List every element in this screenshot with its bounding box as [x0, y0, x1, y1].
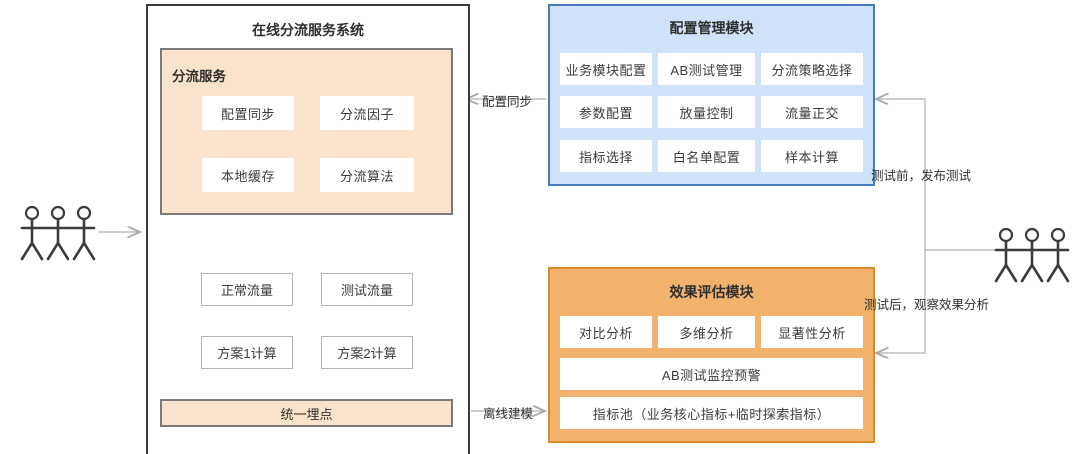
effect-cell-metric-pool[interactable]: 指标池（业务核心指标+临时探索指标） — [560, 397, 863, 429]
box-test-traffic[interactable]: 测试流量 — [321, 273, 413, 306]
effect-cell-ab-monitor-alert[interactable]: AB测试监控预警 — [560, 358, 863, 390]
split-service-label: 分流服务 — [172, 69, 226, 84]
effect-evaluation-title: 效果评估模块 — [669, 284, 754, 300]
config-cell-param-config[interactable]: 参数配置 — [560, 96, 652, 128]
config-cell-ramp-control[interactable]: 放量控制 — [658, 96, 755, 128]
cell-split-factor[interactable]: 分流因子 — [320, 96, 414, 130]
config-cell-split-strategy[interactable]: 分流策略选择 — [761, 53, 863, 85]
box-normal-traffic[interactable]: 正常流量 — [201, 273, 293, 306]
effect-cell-significance[interactable]: 显著性分析 — [761, 316, 863, 348]
config-cell-ab-test-mgmt[interactable]: AB测试管理 — [658, 53, 755, 85]
config-cell-traffic-orthogonal[interactable]: 流量正交 — [761, 96, 863, 128]
users-left[interactable] — [18, 203, 100, 265]
cell-local-cache[interactable]: 本地缓存 — [202, 158, 294, 192]
cell-config-sync[interactable]: 配置同步 — [202, 96, 294, 130]
box-plan2-compute[interactable]: 方案2计算 — [321, 336, 413, 369]
edge-label-after-test: 测试后，观察效果分析 — [864, 298, 990, 312]
edge-label-before-test: 测试前，发布测试 — [871, 169, 972, 183]
effect-cell-multidimensional[interactable]: 多维分析 — [658, 316, 755, 348]
config-cell-sample-size[interactable]: 样本计算 — [761, 140, 863, 172]
config-cell-metric-select[interactable]: 指标选择 — [560, 140, 652, 172]
box-unified-tracking[interactable]: 统一埋点 — [160, 399, 453, 427]
effect-cell-comparison[interactable]: 对比分析 — [560, 316, 652, 348]
users-right[interactable] — [992, 225, 1074, 287]
online-split-system-title: 在线分流服务系统 — [252, 22, 364, 38]
edge-label-offline-modeling: 离线建模 — [483, 407, 534, 421]
box-plan1-compute[interactable]: 方案1计算 — [201, 336, 293, 369]
edge-label-config-sync: 配置同步 — [482, 95, 533, 109]
config-management-title: 配置管理模块 — [669, 20, 754, 36]
cell-split-algorithm[interactable]: 分流算法 — [320, 158, 414, 192]
config-cell-business-module[interactable]: 业务模块配置 — [560, 53, 652, 85]
config-cell-whitelist[interactable]: 白名单配置 — [658, 140, 755, 172]
